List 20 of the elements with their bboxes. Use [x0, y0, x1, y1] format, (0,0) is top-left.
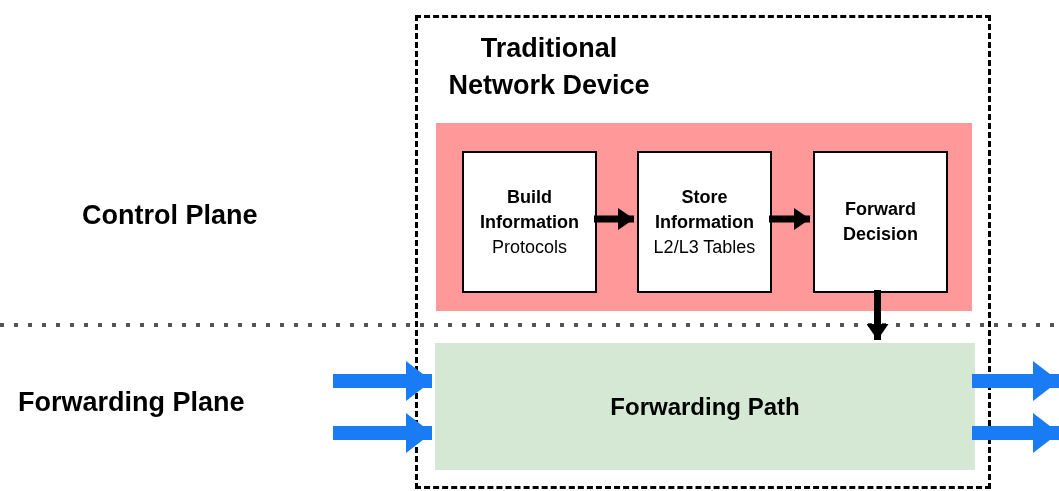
plane-label: Forwarding Plane [18, 387, 245, 418]
arrow [866, 290, 889, 340]
box-title: Forwarding Path [610, 392, 800, 421]
box-title: Build Information [479, 185, 580, 234]
plane-label: Control Plane [82, 200, 258, 231]
box-text: L2/L3 Tables [653, 235, 756, 259]
control-panel [436, 123, 972, 311]
box-title: Forward Decision [842, 198, 919, 246]
arrow [972, 413, 1059, 453]
box-title: Store Information [654, 185, 755, 234]
container-title: Traditional Network Device [447, 32, 651, 102]
device-container [415, 15, 991, 489]
process-box [462, 151, 597, 293]
box-text: Protocols [491, 235, 567, 259]
arrow [972, 361, 1059, 401]
forwarding-path-box [435, 343, 975, 470]
arrow [333, 413, 432, 453]
process-box [637, 151, 772, 293]
process-box [813, 151, 948, 293]
arrow [333, 361, 432, 401]
